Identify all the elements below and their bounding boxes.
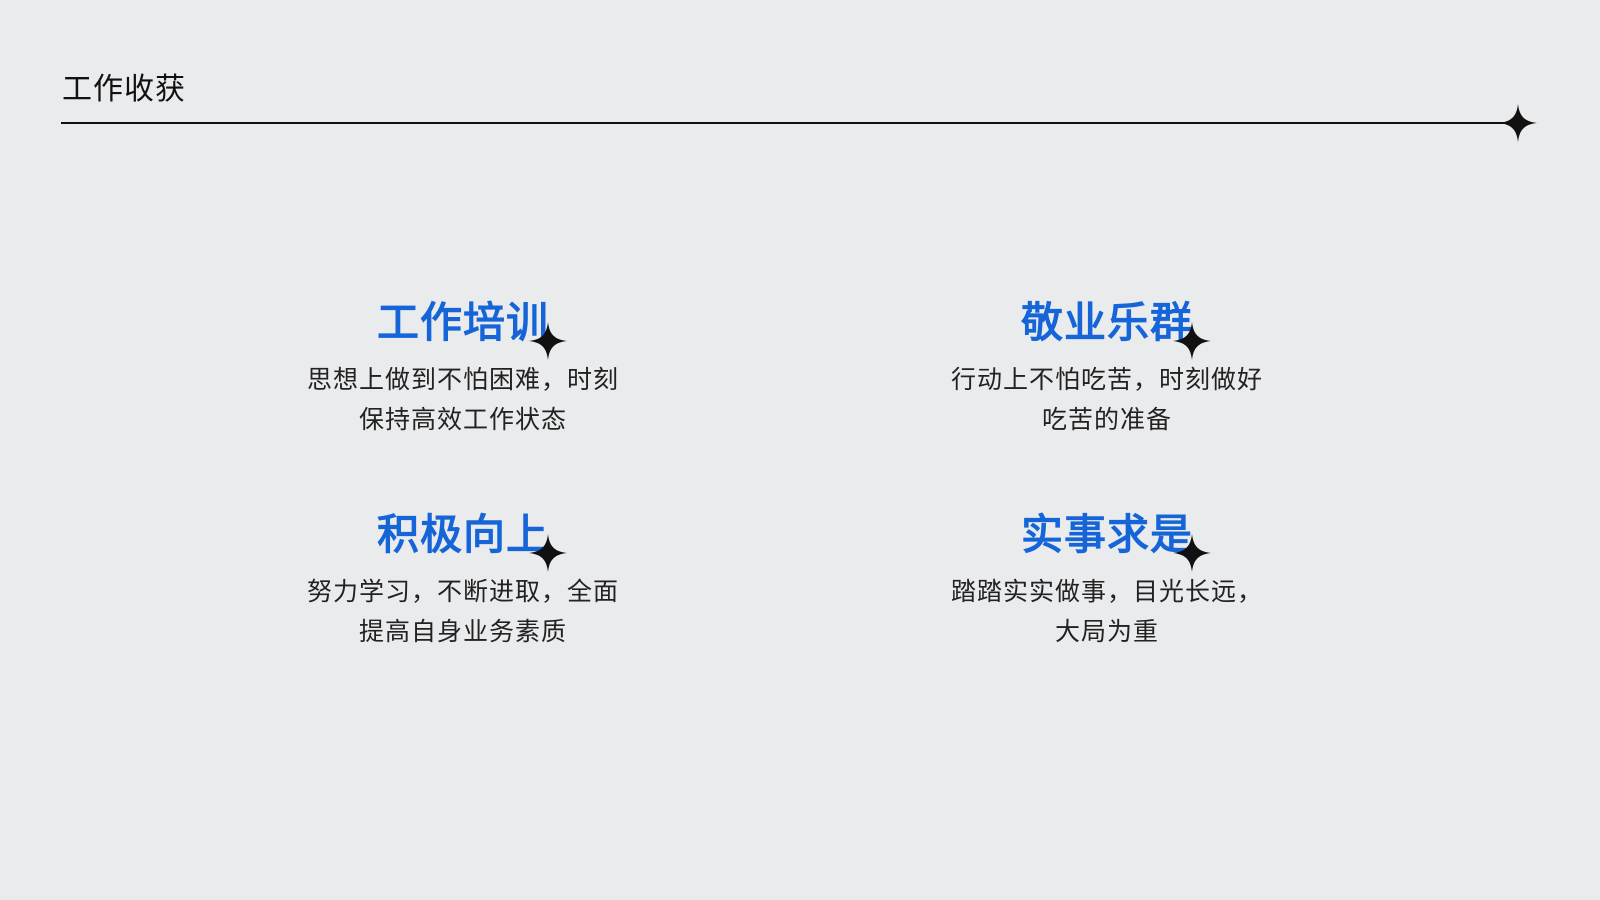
card-description-line: 行动上不怕吃苦，时刻做好 — [950, 365, 1263, 394]
card-description-line: 踏踏实实做事，目光长远， — [950, 577, 1263, 606]
card-description-line: 努力学习，不断进取，全面 — [306, 577, 619, 606]
four-point-star-icon — [529, 534, 567, 572]
card-description-line: 保持高效工作状态 — [358, 405, 567, 434]
card-dedication: 敬业乐群 行动上不怕吃苦，时刻做好 吃苦的准备 — [897, 296, 1317, 440]
card-description: 思想上做到不怕困难，时刻 保持高效工作状态 — [253, 360, 673, 440]
four-point-star-icon — [1173, 322, 1211, 360]
four-point-star-icon — [1173, 534, 1211, 572]
four-point-star-icon — [1499, 104, 1537, 142]
page-title: 工作收获 — [62, 72, 186, 107]
card-description-line: 大局为重 — [1054, 617, 1159, 646]
card-description: 行动上不怕吃苦，时刻做好 吃苦的准备 — [897, 360, 1317, 440]
card-work-training: 工作培训 思想上做到不怕困难，时刻 保持高效工作状态 — [253, 296, 673, 440]
card-description-line: 提高自身业务素质 — [358, 617, 567, 646]
card-title: 工作培训 — [376, 298, 549, 347]
card-description: 努力学习，不断进取，全面 提高自身业务素质 — [253, 572, 673, 652]
four-point-star-icon — [529, 322, 567, 360]
card-title: 积极向上 — [376, 510, 549, 559]
card-description: 踏踏实实做事，目光长远， 大局为重 — [897, 572, 1317, 652]
card-title: 敬业乐群 — [1020, 298, 1193, 347]
card-title: 实事求是 — [1020, 510, 1193, 559]
card-description-line: 思想上做到不怕困难，时刻 — [306, 365, 619, 394]
card-positive: 积极向上 努力学习，不断进取，全面 提高自身业务素质 — [253, 508, 673, 652]
header-divider — [61, 122, 1519, 124]
card-description-line: 吃苦的准备 — [1041, 405, 1172, 434]
card-pragmatic: 实事求是 踏踏实实做事，目光长远， 大局为重 — [897, 508, 1317, 652]
